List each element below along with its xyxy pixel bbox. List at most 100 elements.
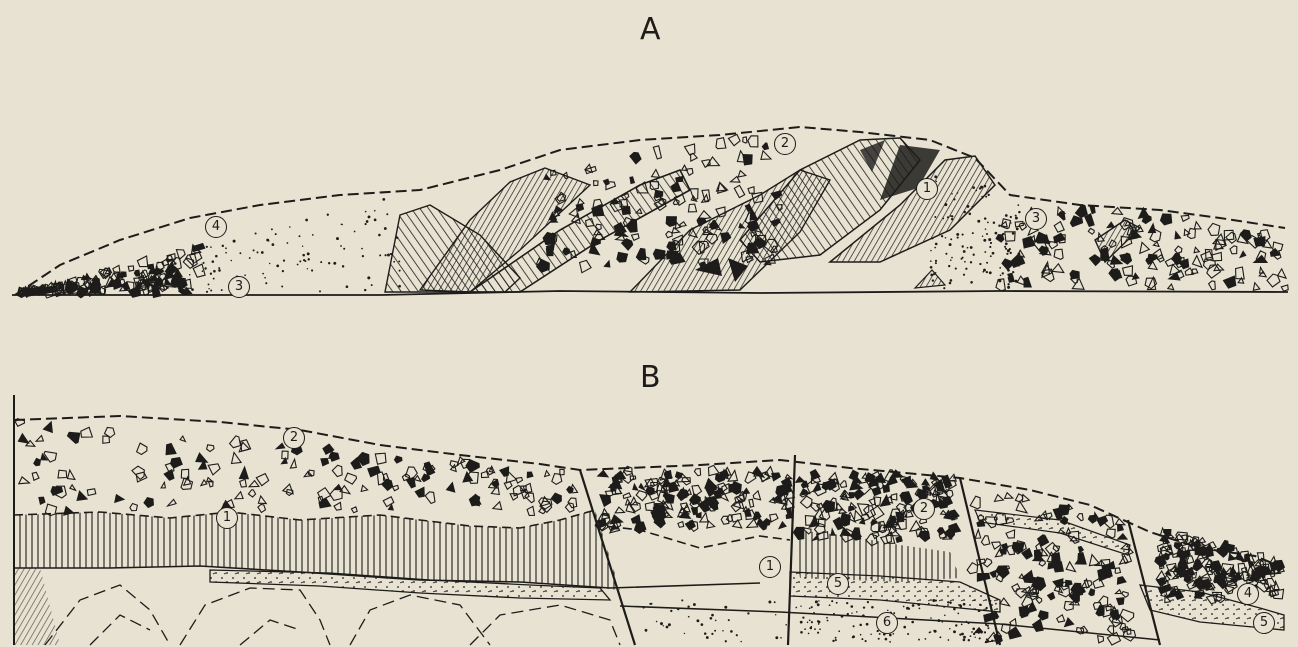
debris-clast xyxy=(1076,205,1088,218)
bedrock-west xyxy=(14,568,60,645)
sand-grain xyxy=(932,237,934,239)
sand-grain xyxy=(696,619,699,622)
sand-grain xyxy=(736,634,738,636)
debris-clast xyxy=(653,249,665,259)
sand-grain xyxy=(960,605,963,608)
debris-clast xyxy=(1057,615,1065,622)
unit-label-b2-west: 2 xyxy=(283,427,305,449)
sand-grain xyxy=(710,617,713,620)
sand-grain xyxy=(905,616,907,618)
debris-clast xyxy=(168,499,177,506)
sand-grain xyxy=(992,252,995,255)
debris-clast xyxy=(615,507,624,513)
sand-grain xyxy=(948,639,950,641)
sand-grain xyxy=(982,271,984,273)
sand-grain xyxy=(934,175,937,178)
sand-grain xyxy=(962,234,964,236)
sand-grain xyxy=(978,631,980,633)
sand-grain xyxy=(892,633,894,635)
debris-clast xyxy=(276,443,284,448)
sand-grain xyxy=(832,640,834,642)
sand-grain xyxy=(935,272,937,274)
debris-clast xyxy=(633,484,638,490)
debris-clast xyxy=(990,571,996,578)
debris-clast xyxy=(617,252,628,262)
debris-clast xyxy=(1123,266,1133,276)
sand-grain xyxy=(1015,215,1017,217)
sand-grain xyxy=(215,255,218,258)
debris-clast xyxy=(1193,540,1200,547)
sand-grain xyxy=(976,190,978,192)
sand-grain xyxy=(354,231,356,233)
debris-clast xyxy=(500,467,509,476)
debris-clast xyxy=(552,474,562,485)
debris-clast xyxy=(1024,277,1031,287)
sand-grain xyxy=(866,623,869,626)
debris-clast xyxy=(392,485,398,490)
sand-grain xyxy=(1008,274,1010,276)
sand-grain xyxy=(711,614,714,617)
sand-grain xyxy=(693,603,696,606)
sand-grain xyxy=(983,239,986,242)
sand-grain xyxy=(189,274,191,276)
unit-label-a4: 4 xyxy=(205,216,227,238)
debris-clast xyxy=(680,222,686,227)
sand-grain xyxy=(208,283,210,285)
debris-clast xyxy=(1089,555,1099,566)
debris-clast xyxy=(623,493,631,499)
panel-label-b: B xyxy=(640,360,661,395)
sand-grain xyxy=(930,631,932,633)
sand-grain xyxy=(986,614,988,616)
sand-grain xyxy=(1004,246,1006,248)
sand-grain xyxy=(166,287,168,289)
debris-clast xyxy=(527,506,534,515)
debris-clast xyxy=(1226,232,1237,243)
debris-clast xyxy=(1077,514,1083,521)
debris-clast xyxy=(1023,237,1035,248)
sand-grain xyxy=(970,246,973,249)
sand-grain xyxy=(218,269,221,272)
sand-grain xyxy=(977,220,980,223)
debris-clast xyxy=(39,497,45,504)
sand-grain xyxy=(999,267,1001,269)
sand-grain xyxy=(677,608,680,611)
debris-clast xyxy=(469,494,480,505)
sand-grain xyxy=(210,290,212,292)
sand-grain xyxy=(965,268,967,270)
sand-grain xyxy=(222,245,224,247)
debris-clast xyxy=(801,496,812,508)
debris-clast xyxy=(1066,562,1075,572)
debris-clast xyxy=(1054,249,1063,259)
sand-grain xyxy=(959,633,961,635)
sand-grain xyxy=(973,599,975,601)
debris-clast xyxy=(734,185,744,197)
sand-grain xyxy=(951,257,953,259)
sand-grain xyxy=(986,233,988,235)
sand-grain xyxy=(979,263,981,265)
debris-clast xyxy=(1172,575,1178,579)
debris-clast xyxy=(248,490,255,497)
sand-grain xyxy=(865,640,867,642)
debris-clast xyxy=(1172,253,1182,264)
sand-grain xyxy=(159,282,161,284)
debris-clast xyxy=(1108,626,1114,634)
debris-clast xyxy=(1175,232,1181,239)
sand-grain xyxy=(379,254,381,256)
sand-grain xyxy=(364,289,366,291)
debris-clast xyxy=(415,487,424,497)
debris-clast xyxy=(1161,214,1172,225)
sand-grain xyxy=(276,265,279,268)
sand-grain xyxy=(982,235,983,236)
debris-clast xyxy=(747,519,758,527)
sand-grain xyxy=(804,628,806,630)
debris-clast xyxy=(87,489,96,496)
debris-clast xyxy=(1054,222,1064,233)
sand-grain xyxy=(811,621,813,623)
debris-clast xyxy=(382,479,393,490)
unit-label-b5-west: 5 xyxy=(827,573,849,595)
sand-grain xyxy=(889,634,892,637)
debris-clast xyxy=(622,207,631,215)
sand-grain xyxy=(809,619,811,621)
sand-grain xyxy=(1017,204,1019,206)
debris-clast xyxy=(941,511,947,515)
